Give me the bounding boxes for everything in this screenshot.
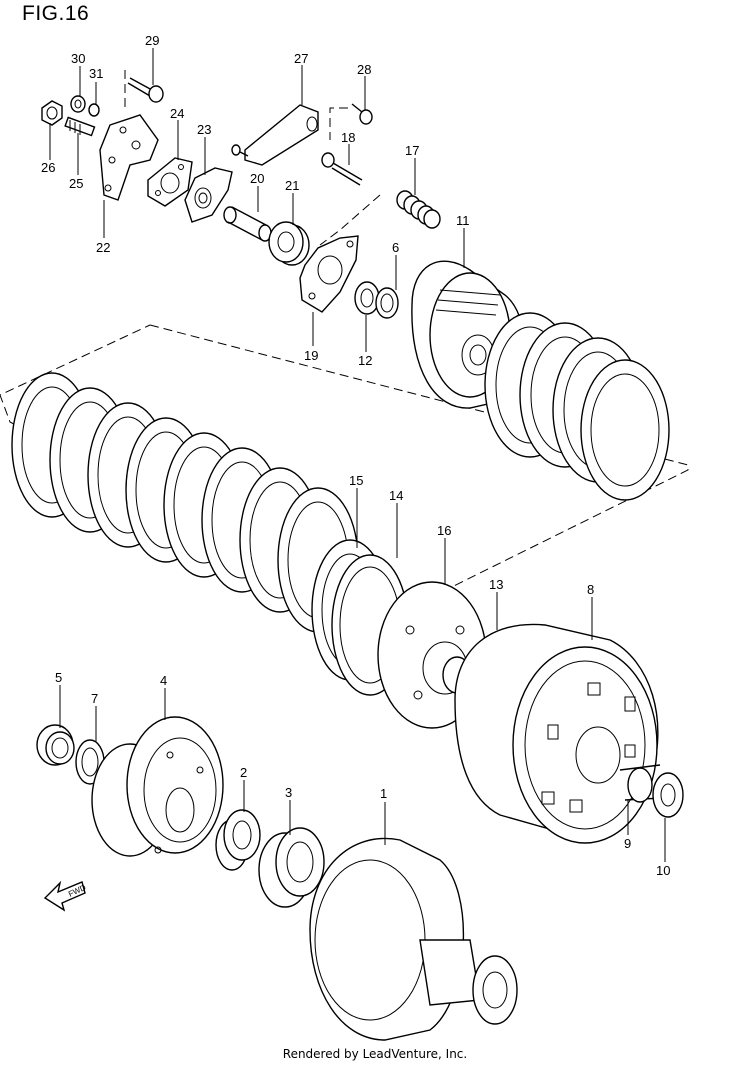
nut-26 <box>41 100 63 126</box>
callout-31: 31 <box>89 66 103 81</box>
callout-16: 16 <box>437 523 451 538</box>
upper-plate-stack <box>484 312 670 501</box>
callout-18: 18 <box>341 130 355 145</box>
callout-13: 13 <box>489 577 503 592</box>
needle-bearing-3 <box>258 827 325 908</box>
release-group-outline-2 <box>329 107 348 140</box>
callout-10: 10 <box>656 863 670 878</box>
fwd-arrow-icon: FWD <box>43 880 88 912</box>
callout-24: 24 <box>170 106 184 121</box>
spacer-2 <box>215 809 261 871</box>
nut-12 <box>354 281 380 315</box>
spacer-9 <box>619 764 663 803</box>
callout-4: 4 <box>160 673 167 688</box>
bolt-28 <box>351 103 373 125</box>
callout-3: 3 <box>285 785 292 800</box>
callout-19: 19 <box>304 348 318 363</box>
callout-9: 9 <box>624 836 631 851</box>
bolt-18 <box>321 152 363 186</box>
leader-lines <box>49 48 666 862</box>
callouts: 1 2 3 4 5 6 7 8 9 10 11 12 13 14 15 16 1… <box>41 33 670 878</box>
washer-10 <box>652 772 684 818</box>
callout-17: 17 <box>405 143 419 158</box>
clutch-plate-stack <box>11 372 359 633</box>
spring-17 <box>396 190 441 229</box>
bolt-29 <box>127 77 164 103</box>
callout-6: 6 <box>392 240 399 255</box>
pressure-plate-19 <box>299 235 359 313</box>
clutch-housing-8 <box>454 623 659 844</box>
washer-30 <box>70 95 86 113</box>
push-rod-20 <box>223 206 272 242</box>
callout-23: 23 <box>197 122 211 137</box>
bushing-5 <box>36 724 75 766</box>
callout-2: 2 <box>240 765 247 780</box>
callout-29: 29 <box>145 33 159 48</box>
callout-8: 8 <box>587 582 594 597</box>
callout-12: 12 <box>358 353 372 368</box>
bearing-21 <box>268 221 310 266</box>
callout-28: 28 <box>357 62 371 77</box>
figure-title: FIG.16 <box>22 2 90 25</box>
callout-7: 7 <box>91 691 98 706</box>
cam-plate-23 <box>184 167 233 223</box>
callout-11: 11 <box>456 213 470 228</box>
gasket-24 <box>147 157 193 207</box>
callout-1: 1 <box>380 786 387 801</box>
callout-22: 22 <box>96 240 110 255</box>
callout-20: 20 <box>250 171 264 186</box>
stud-25 <box>64 116 96 137</box>
callout-27: 27 <box>294 51 308 66</box>
primary-drum-1 <box>309 837 518 1041</box>
footer-credit: Rendered by LeadVenture, Inc. <box>282 1047 468 1061</box>
callout-30: 30 <box>71 51 85 66</box>
callout-21: 21 <box>285 178 299 193</box>
washer-6 <box>375 287 399 319</box>
callout-15: 15 <box>349 473 363 488</box>
plate-22 <box>99 114 159 201</box>
release-group-outline-3 <box>319 194 381 246</box>
callout-5: 5 <box>55 670 62 685</box>
primary-gear-4 <box>91 716 224 857</box>
washer-31 <box>88 103 100 117</box>
callout-14: 14 <box>389 488 403 503</box>
callout-25: 25 <box>69 176 83 191</box>
release-lever-27 <box>231 104 319 166</box>
callout-26: 26 <box>41 160 55 175</box>
